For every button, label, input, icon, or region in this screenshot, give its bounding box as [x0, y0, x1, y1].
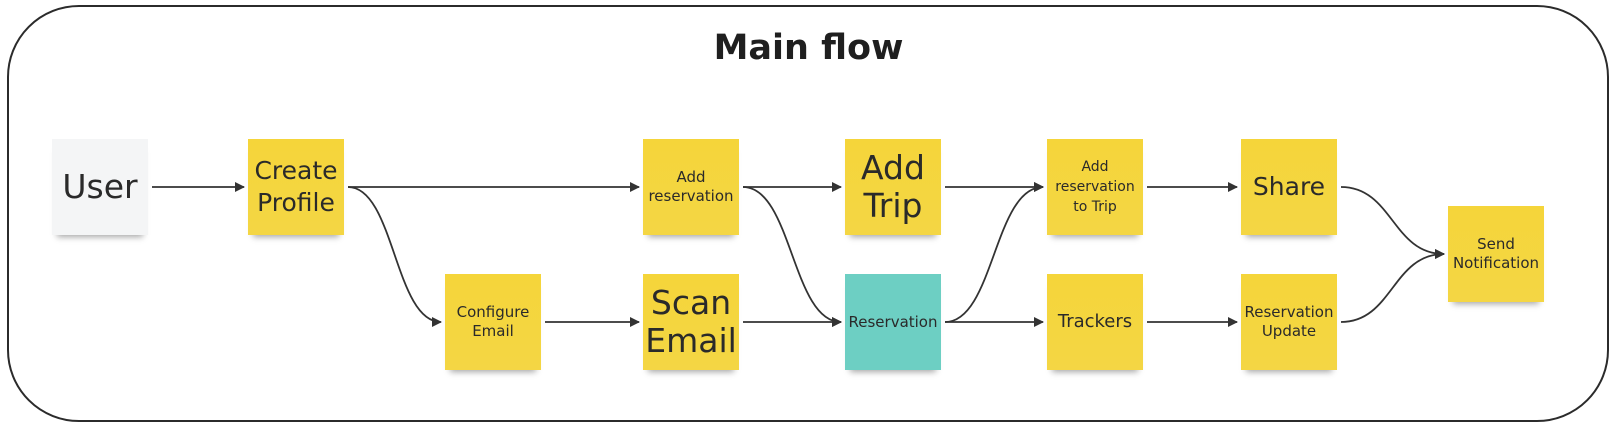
node-reservation-label: Reservation: [848, 312, 938, 331]
node-user[interactable]: User: [52, 139, 148, 235]
arrow-reservation-to-add-reservation-to-trip: [944, 182, 1044, 323]
node-reservation-update-label: Reservation Update: [1244, 303, 1334, 340]
node-add-trip[interactable]: Add Trip: [845, 139, 941, 235]
node-send-notification-label: Send Notification: [1452, 235, 1540, 272]
node-add-reservation[interactable]: Add reservation: [643, 139, 739, 235]
diagram-title: Main flow: [713, 28, 904, 68]
node-add-reservation-to-trip-label: Add reservation to Trip: [1055, 158, 1135, 216]
node-add-reservation-label: Add reservation: [648, 168, 734, 205]
arrow-reservation-update-to-send-notification: [1340, 249, 1445, 323]
node-create-profile[interactable]: Create Profile: [248, 139, 344, 235]
arrow-add-reservation-to-reservation: [742, 186, 842, 327]
arrow-create-profile-to-configure-email: [347, 186, 442, 327]
node-share[interactable]: Share: [1241, 139, 1337, 235]
main-flow-frame: [7, 5, 1609, 422]
node-trackers-label: Trackers: [1057, 310, 1133, 332]
arrow-share-to-send-notification: [1340, 186, 1445, 259]
node-reservation-update[interactable]: Reservation Update: [1241, 274, 1337, 370]
node-reservation[interactable]: Reservation: [845, 274, 941, 370]
node-configure-email[interactable]: Configure Email: [445, 274, 541, 370]
node-add-trip-label: Add Trip: [861, 148, 925, 225]
node-send-notification[interactable]: Send Notification: [1448, 206, 1544, 302]
node-create-profile-label: Create Profile: [254, 155, 338, 218]
node-share-label: Share: [1252, 171, 1326, 201]
node-configure-email-label: Configure Email: [456, 303, 530, 340]
node-trackers[interactable]: Trackers: [1047, 274, 1143, 370]
node-user-label: User: [62, 167, 138, 207]
node-scan-email[interactable]: Scan Email: [643, 274, 739, 370]
node-add-reservation-to-trip[interactable]: Add reservation to Trip: [1047, 139, 1143, 235]
node-scan-email-label: Scan Email: [645, 283, 737, 360]
